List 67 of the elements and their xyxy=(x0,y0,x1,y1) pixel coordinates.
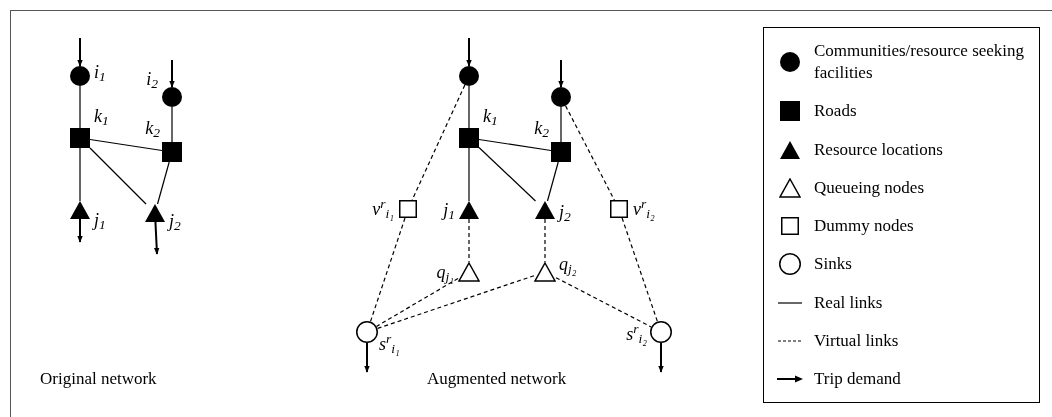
community-dot xyxy=(70,66,90,86)
demand-arrow xyxy=(77,37,83,67)
virtual-link xyxy=(621,217,659,323)
virtual-link xyxy=(555,277,652,328)
queue-triangle xyxy=(458,262,480,282)
legend-text: Resource locations xyxy=(814,138,943,161)
real-link xyxy=(156,161,170,205)
virtual-link xyxy=(468,218,470,263)
node-label: j$_{2}$ xyxy=(169,212,181,230)
legend-text: Virtual links xyxy=(814,329,899,352)
node-label: k$_{1}$ xyxy=(483,107,498,125)
node-label: j$_{1}$ xyxy=(94,211,106,229)
virtual-link xyxy=(376,275,535,330)
road-square xyxy=(551,142,571,162)
virtual-link xyxy=(544,218,546,263)
demand-arrow xyxy=(466,37,472,67)
real-link xyxy=(89,147,147,205)
real-link xyxy=(468,147,470,202)
demand-arrow xyxy=(658,342,664,373)
virtual-link xyxy=(375,277,459,328)
real-link xyxy=(560,106,562,143)
legend-text: Trip demand xyxy=(814,368,901,390)
road-square xyxy=(162,142,182,162)
road-square xyxy=(459,128,479,148)
node-label: i$_{2}$ xyxy=(146,70,158,88)
demand-arrow xyxy=(169,59,175,88)
legend-text: Communities/resource seeking facilities xyxy=(814,40,1026,84)
virtual-link xyxy=(565,105,615,201)
real-link xyxy=(468,85,470,129)
node-label: i$_{1}$ xyxy=(94,63,106,81)
community-dot xyxy=(162,87,182,107)
real-link xyxy=(478,138,552,152)
virtual-link xyxy=(369,217,406,323)
resource-triangle xyxy=(535,201,555,219)
node-label: k$_{2}$ xyxy=(145,119,160,137)
resource-triangle xyxy=(145,204,165,222)
panel-caption: Augmented network xyxy=(427,368,567,390)
road-square xyxy=(70,128,90,148)
panel-caption: Original network xyxy=(40,368,157,390)
node-label: k$_{1}$ xyxy=(94,107,109,125)
community-dot xyxy=(459,66,479,86)
community-dot xyxy=(551,87,571,107)
legend-text: Queueing nodes xyxy=(814,176,924,199)
sink-circle xyxy=(650,321,672,343)
real-link xyxy=(546,161,559,202)
node-label: j$_{1}$ xyxy=(443,201,455,219)
real-link xyxy=(79,147,81,202)
node-label: k$_{2}$ xyxy=(534,119,549,137)
dummy-square xyxy=(610,200,628,218)
demand-arrow xyxy=(364,342,370,373)
legend-text: Real links xyxy=(814,291,883,314)
sink-circle xyxy=(356,321,378,343)
real-link xyxy=(478,146,537,202)
demand-arrow xyxy=(153,221,160,255)
resource-triangle xyxy=(70,201,90,219)
node-label: j$_{2}$ xyxy=(559,203,571,221)
queue-triangle xyxy=(534,262,556,282)
real-link xyxy=(79,85,81,129)
demand-arrow xyxy=(558,59,564,88)
real-link xyxy=(89,138,163,152)
legend-text: Sinks xyxy=(814,253,852,276)
demand-arrow xyxy=(77,218,83,243)
dummy-square xyxy=(399,200,417,218)
resource-triangle xyxy=(459,201,479,219)
legend-text: Roads xyxy=(814,100,857,123)
real-link xyxy=(171,106,173,143)
legend-text: Dummy nodes xyxy=(814,215,914,237)
